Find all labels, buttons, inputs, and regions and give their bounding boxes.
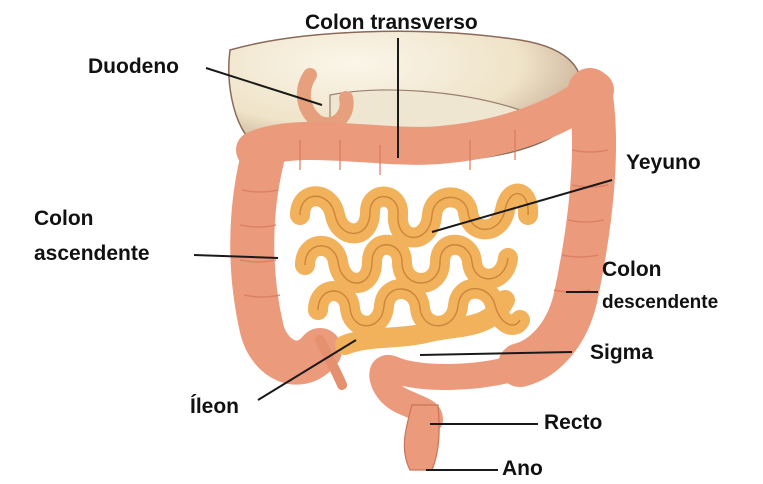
label-sigma: Sigma	[590, 340, 653, 365]
small-intestine-loops	[300, 194, 528, 345]
label-ileon: Íleon	[190, 394, 239, 419]
label-colon-descendente-line2: descendente	[602, 290, 718, 315]
label-colon-ascendente: Colon ascendente	[34, 206, 150, 266]
label-colon-descendente-line1: Colon	[602, 257, 718, 282]
label-yeyuno: Yeyuno	[626, 150, 701, 175]
label-colon-ascendente-line2: ascendente	[34, 241, 150, 266]
label-ano: Ano	[502, 456, 543, 481]
label-recto: Recto	[544, 410, 602, 435]
rectum-shape	[404, 405, 439, 470]
label-duodeno: Duodeno	[88, 54, 179, 79]
label-colon-ascendente-line1: Colon	[34, 206, 150, 231]
label-colon-transverso: Colon transverso	[305, 10, 478, 35]
label-colon-descendente: Colon descendente	[602, 257, 718, 315]
sigmoid-shape	[382, 365, 525, 420]
